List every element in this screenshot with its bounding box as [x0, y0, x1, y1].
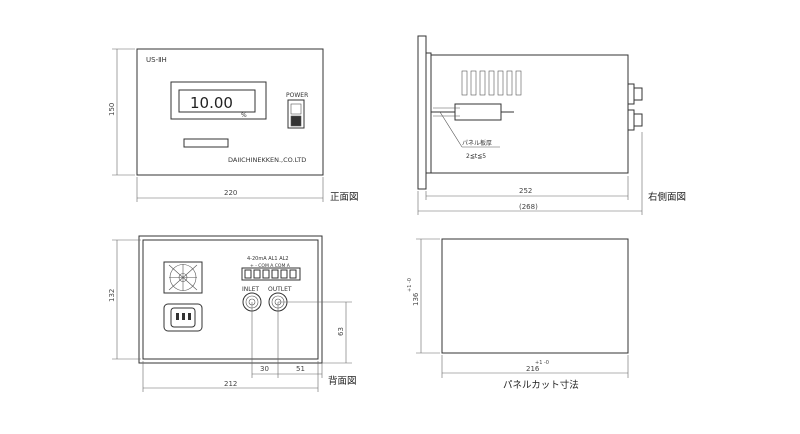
side-body [430, 54, 629, 174]
terminal-block [241, 267, 301, 281]
power-switch [287, 99, 305, 129]
cutout-view-label: パネルカット寸法 [503, 379, 579, 391]
back-port-height-dim: 63 [337, 327, 345, 336]
display-unit: % [241, 112, 247, 119]
power-inlet-icon [163, 303, 203, 332]
cutout-height-dim: 136 [412, 292, 420, 306]
power-label: POWER [286, 92, 308, 99]
back-height-dim: 132 [108, 289, 116, 302]
back-outer-frame [138, 235, 323, 364]
back-dim-51: 51 [296, 365, 305, 373]
front-view: US-ⅡH 10.00 % POWER DAIICHINEKKEN.,CO.LT… [108, 48, 359, 203]
cutout-width-dim: 216 [526, 365, 540, 373]
display-value: 10.00 [190, 94, 233, 112]
front-height-dim: 150 [108, 103, 116, 116]
fan-icon [163, 261, 203, 294]
back-panel [142, 239, 319, 360]
back-view: 4-20mA AL1 AL2 + - COM A COM A INLET OUT… [108, 235, 357, 392]
display-bezel [170, 81, 267, 120]
terminal-labels: 4-20mA AL1 AL2 [247, 256, 289, 262]
back-view-label: 背面図 [328, 375, 357, 387]
side-view-label: 右側面図 [648, 191, 686, 203]
cutout-rect [441, 238, 629, 354]
cutout-view: 216 +1 -0 136 +1 -0 パネルカット寸法 [407, 238, 629, 391]
front-panel-outline [136, 48, 324, 176]
outlet-label: OUTLET [268, 286, 292, 293]
panel-thickness-range: 2≦t≦5 [466, 153, 486, 160]
side-depth-dim: 252 [519, 187, 532, 195]
maker-label: DAIICHINEKKEN.,CO.LTD [228, 156, 306, 164]
cutout-height-tol: +1 -0 [407, 278, 413, 292]
front-width-dim: 220 [224, 189, 237, 197]
inlet-label: INLET [242, 286, 259, 293]
name-plate-slot [183, 138, 229, 148]
mounting-bracket [454, 103, 502, 121]
side-total-dim: (268) [519, 203, 538, 211]
terminal-sub-labels: + - COM A COM A [250, 263, 291, 269]
model-label: US-ⅡH [146, 56, 167, 64]
panel-plate [417, 35, 427, 190]
vent-slots [461, 70, 522, 96]
back-dim-30: 30 [260, 365, 269, 373]
side-connector-bottom [633, 113, 643, 127]
panel-thickness-note: パネル板厚 [462, 139, 492, 147]
back-width-dim: 212 [224, 380, 237, 388]
front-view-label: 正面図 [330, 192, 359, 203]
side-view: パネル板厚 2≦t≦5 252 (268) 右側面図 [417, 35, 686, 215]
side-connector-top [633, 87, 643, 101]
cutout-width-tol: +1 -0 [535, 360, 549, 366]
display-window [178, 89, 256, 113]
